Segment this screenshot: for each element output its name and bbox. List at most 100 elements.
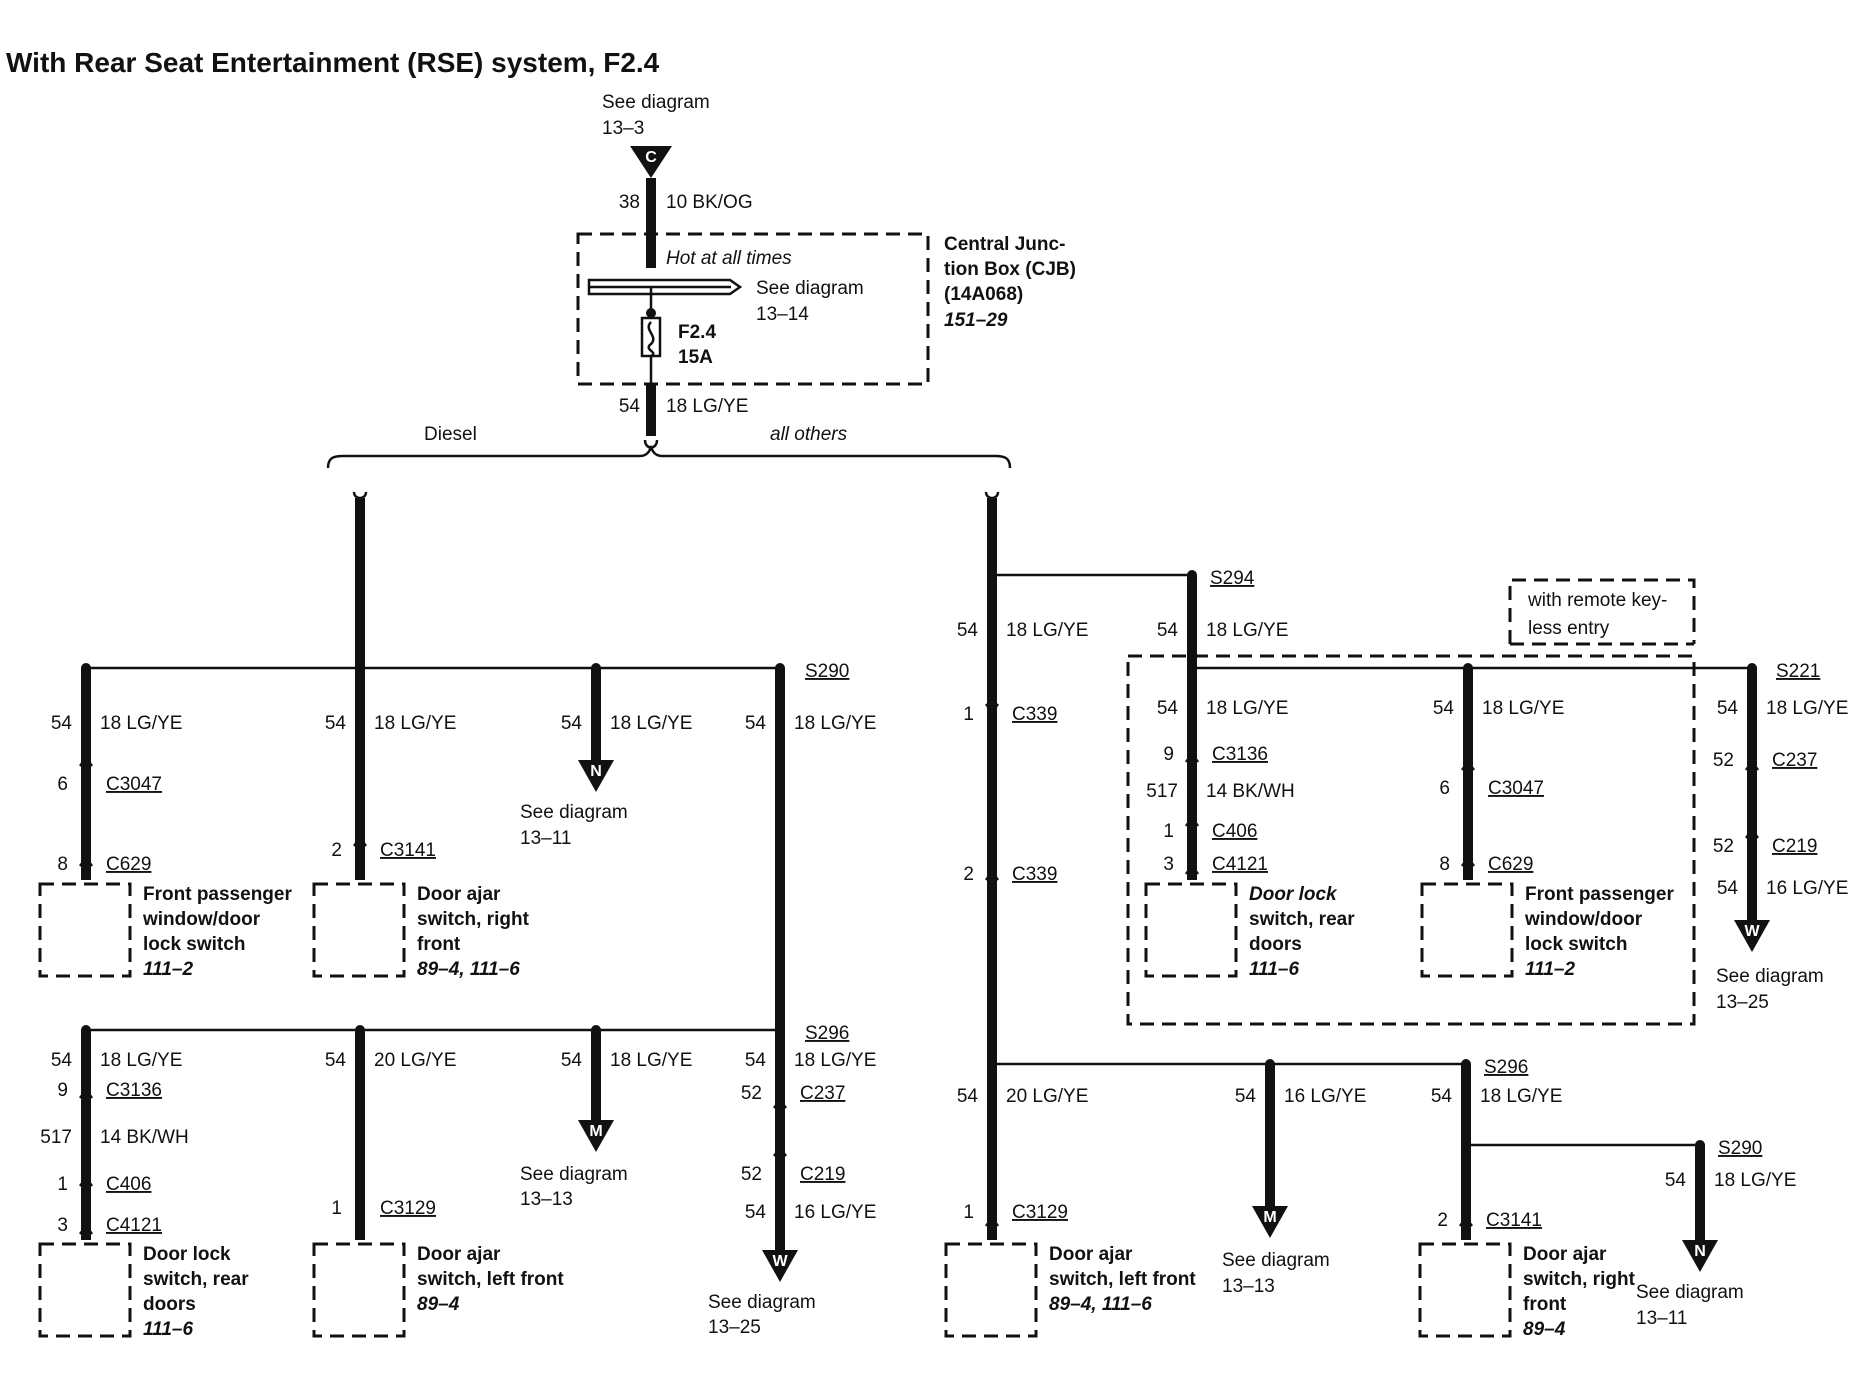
svg-text:18 LG/YE: 18 LG/YE: [1206, 620, 1288, 641]
fuse-name: F2.4: [678, 322, 716, 343]
cjb-name-line3: (14A068): [944, 284, 1023, 305]
svg-text:3: 3: [57, 1215, 68, 1236]
rk1-component[interactable]: [1144, 882, 1238, 978]
left-r1w3-connector-icon[interactable]: [578, 760, 614, 792]
svg-text:See diagram: See diagram: [520, 802, 628, 823]
svg-text:18 LG/YE: 18 LG/YE: [1206, 698, 1288, 719]
svg-text:89–4: 89–4: [417, 1294, 460, 1315]
svg-text:18 LG/YE: 18 LG/YE: [794, 1050, 876, 1071]
svg-text:2: 2: [1437, 1210, 1448, 1231]
svg-text:54: 54: [1433, 698, 1455, 719]
left-r2w4-connector-icon[interactable]: [762, 1250, 798, 1282]
svg-text:13–25: 13–25: [708, 1317, 761, 1338]
left-r2w2-component[interactable]: [312, 1242, 406, 1338]
svg-text:switch, rear: switch, rear: [143, 1269, 249, 1290]
svg-text:111–2: 111–2: [1525, 959, 1575, 980]
svg-text:Door ajar: Door ajar: [1049, 1244, 1133, 1265]
svg-text:See diagram: See diagram: [708, 1292, 816, 1313]
svg-text:front: front: [1523, 1294, 1567, 1315]
rk2-component[interactable]: [1420, 882, 1514, 978]
svg-text:2: 2: [331, 840, 342, 861]
svg-text:See diagram: See diagram: [1716, 966, 1824, 987]
svg-text:14 BK/WH: 14 BK/WH: [100, 1127, 189, 1148]
svg-text:Door lock: Door lock: [143, 1244, 231, 1265]
svg-text:See diagram: See diagram: [1636, 1282, 1744, 1303]
low-w3-conn1: C3141: [1486, 1210, 1542, 1231]
left-r1w1-pin: 54: [51, 713, 73, 734]
option-brace: [326, 445, 1012, 469]
svg-text:54: 54: [1665, 1170, 1687, 1191]
svg-text:16 LG/YE: 16 LG/YE: [1766, 878, 1848, 899]
s221-conn2: C219: [1772, 836, 1817, 857]
svg-text:9: 9: [57, 1080, 68, 1101]
rke-label-box: [1508, 578, 1696, 644]
branch-others-label: all others: [770, 424, 848, 445]
svg-text:18 LG/YE: 18 LG/YE: [1006, 620, 1088, 641]
svg-text:54: 54: [957, 1086, 979, 1107]
svg-text:doors: doors: [143, 1294, 196, 1315]
svg-text:6: 6: [57, 774, 68, 795]
svg-text:14 BK/WH: 14 BK/WH: [1206, 781, 1295, 802]
svg-text:window/door: window/door: [1524, 909, 1643, 930]
rke-option-box: [1126, 654, 1696, 1026]
svg-text:See diagram: See diagram: [520, 1164, 628, 1185]
left-r2w2-conn1: C3129: [380, 1198, 436, 1219]
low-w1-component[interactable]: [944, 1242, 1038, 1338]
svg-text:54: 54: [51, 1050, 73, 1071]
cjb-ref: 151–29: [944, 310, 1008, 331]
svg-text:N: N: [590, 763, 602, 780]
svg-text:Door lock: Door lock: [1249, 884, 1338, 905]
left-r1w1-conn1: C3047: [106, 774, 162, 795]
svg-text:52: 52: [1713, 836, 1734, 857]
svg-text:Door ajar: Door ajar: [417, 884, 501, 905]
left-r2w1-component[interactable]: [38, 1242, 132, 1338]
svg-text:switch, right: switch, right: [1523, 1269, 1636, 1290]
svg-text:18 LG/YE: 18 LG/YE: [1480, 1086, 1562, 1107]
left-r2w1-conn2: C406: [106, 1174, 151, 1195]
left-row2-splice: S296: [805, 1023, 849, 1044]
rk1-conn3: C4121: [1212, 854, 1268, 875]
svg-text:lock switch: lock switch: [1525, 934, 1627, 955]
svg-text:54: 54: [325, 1050, 347, 1071]
low-s290-splice: S290: [1718, 1138, 1762, 1159]
left-r1w1-component[interactable]: [38, 882, 132, 978]
rk1-conn2: C406: [1212, 821, 1257, 842]
svg-text:54: 54: [1157, 620, 1179, 641]
left-r2w1-conn1: C3136: [106, 1080, 162, 1101]
svg-text:1: 1: [331, 1198, 342, 1219]
low-s290-connector-icon[interactable]: [1682, 1240, 1718, 1272]
low-w3-component[interactable]: [1418, 1242, 1512, 1338]
svg-text:52: 52: [741, 1164, 762, 1185]
branch-diesel-label: Diesel: [424, 424, 477, 445]
left-r1w2-conn1: C3141: [380, 840, 436, 861]
svg-text:See diagram: See diagram: [1222, 1250, 1330, 1271]
svg-text:Front passenger: Front passenger: [143, 884, 292, 905]
cjb-box: [576, 232, 930, 386]
svg-text:18 LG/YE: 18 LG/YE: [1482, 698, 1564, 719]
svg-text:8: 8: [57, 854, 68, 875]
left-r2w3-connector-icon[interactable]: [578, 1120, 614, 1152]
svg-text:W: W: [1744, 923, 1760, 940]
source-connector-icon[interactable]: [630, 146, 672, 178]
rke-label-line1: with remote key-: [1527, 590, 1667, 611]
svg-text:switch, rear: switch, rear: [1249, 909, 1355, 930]
low-w1-conn1: C3129: [1012, 1202, 1068, 1223]
low-w2-connector-icon[interactable]: [1252, 1206, 1288, 1238]
svg-text:18 LG/YE: 18 LG/YE: [1766, 698, 1848, 719]
trunk-conn2: C339: [1012, 864, 1057, 885]
svg-text:54: 54: [561, 713, 583, 734]
svg-text:52: 52: [741, 1083, 762, 1104]
cjb-see-label: See diagram: [756, 278, 864, 299]
left-r1w2-component[interactable]: [312, 882, 406, 978]
svg-text:54: 54: [561, 1050, 583, 1071]
svg-text:20 LG/YE: 20 LG/YE: [374, 1050, 456, 1071]
svg-text:13–13: 13–13: [520, 1189, 573, 1210]
svg-text:54: 54: [1717, 698, 1739, 719]
svg-text:window/door: window/door: [142, 909, 261, 930]
left-r2w4-conn2: C219: [800, 1164, 845, 1185]
s221-connector-icon[interactable]: [1734, 920, 1770, 952]
svg-text:M: M: [1263, 1209, 1276, 1226]
svg-text:3: 3: [1163, 854, 1174, 875]
source-ref: 13–3: [602, 118, 644, 139]
cjb-name-line2: tion Box (CJB): [944, 259, 1076, 280]
